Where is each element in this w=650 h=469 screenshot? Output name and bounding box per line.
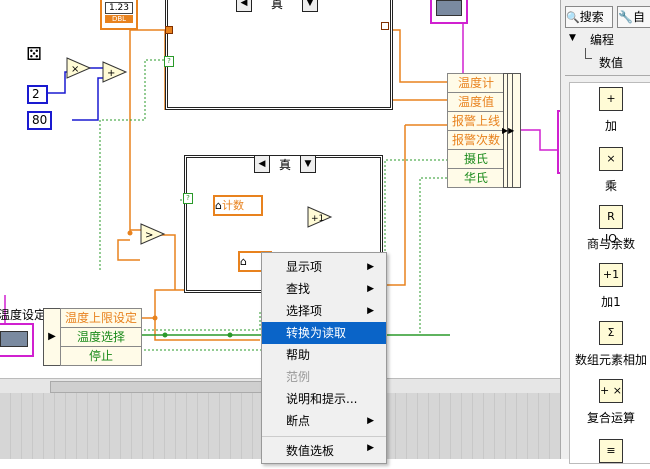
sum-array-icon: Σ xyxy=(599,321,623,345)
multiply-icon: × xyxy=(599,147,623,171)
search-button[interactable]: 🔍搜索 xyxy=(565,6,613,28)
cluster-field-alarm-count[interactable]: 报警次数 xyxy=(448,131,504,150)
cluster-field-alarm-upper[interactable]: 报警上线 xyxy=(448,112,504,131)
palette-item[interactable]: + × 复合运算 xyxy=(570,379,650,426)
dropdown-arrow-icon[interactable]: ▼ xyxy=(306,0,314,8)
add-icon: + xyxy=(599,87,623,111)
case-selector-inner[interactable]: ◀ 真 ▼ xyxy=(254,155,316,173)
quotient-remainder-icon: R IQ xyxy=(599,205,623,245)
menu-item-label: 帮助 xyxy=(286,348,311,362)
menu-item: 范例 xyxy=(262,366,386,388)
svg-text:+: + xyxy=(107,68,115,79)
decrement-arrow-icon[interactable]: ◀ xyxy=(258,159,266,169)
decrement-arrow-icon[interactable]: ◀ xyxy=(240,0,248,8)
menu-item[interactable]: 显示项 ▶ xyxy=(262,256,386,278)
temp-setting-terminal[interactable] xyxy=(0,323,34,357)
menu-item-label: 数值选板 xyxy=(286,444,335,458)
svg-text:+1: +1 xyxy=(311,214,324,224)
increment-icon: +1 xyxy=(599,263,623,287)
palette-item[interactable]: ≡ xyxy=(570,439,650,469)
tree-branch-line xyxy=(585,48,592,59)
tree-child-numeric[interactable]: 数值 xyxy=(599,56,624,70)
cluster-field-temp-value[interactable]: 温度值 xyxy=(448,93,504,112)
dbl-indicator[interactable]: 1.23 DBL xyxy=(100,0,138,30)
svg-text:>: > xyxy=(145,230,153,241)
greater-than-node[interactable]: > xyxy=(140,223,166,245)
menu-item-label: 断点 xyxy=(286,414,311,428)
cluster-field-temp-select[interactable]: 温度选择 xyxy=(61,328,141,347)
palette-divider xyxy=(565,75,650,76)
cluster-field-stop[interactable]: 停止 xyxy=(88,349,113,363)
menu-item[interactable]: 断点 ▶ xyxy=(262,410,386,432)
next-palette-icon: ≡ xyxy=(599,439,623,463)
temp-setting-label: 温度设定 xyxy=(0,308,47,322)
menu-item-label: 转换为读取 xyxy=(286,326,347,340)
selector-terminal-top: ? xyxy=(164,56,174,67)
wrench-icon: 🔧 xyxy=(618,10,633,24)
unbundle-by-name-left[interactable]: 温度上限设定 温度选择 停止 xyxy=(60,308,142,366)
menu-item-label: 说明和提示... xyxy=(286,392,358,406)
palette-item-label: 加1 xyxy=(601,295,621,309)
menu-item-label: 范例 xyxy=(286,370,311,384)
unbundle-by-name-right[interactable]: 温度计 温度值 报警上线 报警次数 摄氏 华氏 xyxy=(447,73,505,188)
cluster-field-temp-upper-setting[interactable]: 温度上限设定 xyxy=(61,309,141,328)
case-selector-top[interactable]: ◀ 真 ▼ xyxy=(236,0,318,12)
case-structure-top[interactable] xyxy=(165,0,393,110)
palette-item[interactable]: Σ 数组元素相加 xyxy=(570,321,650,368)
menu-item-label: 显示项 xyxy=(286,260,323,274)
unbundle-marker: ▶ xyxy=(43,308,61,366)
submenu-arrow-icon: ▶ xyxy=(367,284,374,294)
cluster-field-celsius[interactable]: 摄氏 xyxy=(448,150,504,169)
multiply-node[interactable]: × xyxy=(66,57,92,79)
random-number-icon[interactable]: ⚄ xyxy=(26,44,42,65)
context-menu: 显示项 ▶ 查找 ▶ 选择项 ▶ 转换为读取帮助范例说明和提示... 断点 ▶ 数值选板 ▶ xyxy=(261,252,387,464)
numeric-constant-2[interactable]: 2 xyxy=(27,85,48,104)
palette-item-label: 加 xyxy=(604,119,617,133)
house-icon: ⌂ xyxy=(240,255,247,268)
numeric-constant-80[interactable]: 80 xyxy=(27,111,52,130)
search-icon: 🔍 xyxy=(566,11,580,24)
house-icon: ⌂ xyxy=(215,199,222,212)
menu-item-label: 选择项 xyxy=(286,304,323,318)
submenu-arrow-icon: ▶ xyxy=(367,416,374,426)
svg-text:×: × xyxy=(71,64,79,75)
increment-node[interactable]: +1 xyxy=(307,206,333,228)
count-local-variable[interactable]: ⌂计数 xyxy=(213,195,263,216)
case-tunnel-right xyxy=(381,22,389,30)
palette-item-label: 数组元素相加 xyxy=(574,353,647,367)
scrollbar-thumb[interactable] xyxy=(50,381,262,393)
cluster-field-fahrenheit[interactable]: 华氏 xyxy=(463,171,488,185)
cluster-constant-top[interactable] xyxy=(430,0,468,24)
submenu-arrow-icon: ▶ xyxy=(367,262,374,272)
menu-item[interactable]: 帮助 xyxy=(262,344,386,366)
add-node[interactable]: + xyxy=(102,61,128,83)
submenu-arrow-icon: ▶ xyxy=(367,443,374,453)
dropdown-arrow-icon[interactable]: ▼ xyxy=(304,159,312,169)
tree-root-programming[interactable]: 编程 xyxy=(590,33,615,47)
palette-item-label: 商与余数 xyxy=(586,237,635,251)
case-tunnel-left xyxy=(165,26,173,34)
submenu-arrow-icon: ▶ xyxy=(367,306,374,316)
customize-button[interactable]: 🔧自 xyxy=(617,6,650,28)
tree-expand-icon[interactable]: ▼ xyxy=(569,33,576,43)
menu-item[interactable]: 查找 ▶ xyxy=(262,278,386,300)
menu-item[interactable]: 转换为读取 xyxy=(262,322,386,344)
palette-item[interactable]: +加 xyxy=(570,87,650,134)
palette-item[interactable]: +1 加1 xyxy=(570,263,650,310)
cluster-field-thermometer[interactable]: 温度计 xyxy=(448,74,504,93)
cluster-bundle-bar: ▶▶ xyxy=(502,73,521,188)
menu-item[interactable]: 数值选板 ▶ xyxy=(262,436,386,462)
palette-item-label: 乘 xyxy=(604,179,617,193)
palette-item[interactable]: ×乘 xyxy=(570,147,650,194)
selector-terminal-inner: ? xyxy=(183,193,193,204)
compound-arithmetic-icon: + × xyxy=(599,379,623,403)
menu-item[interactable]: 说明和提示... xyxy=(262,388,386,410)
palette-item-label: 复合运算 xyxy=(586,411,635,425)
context-menu-items: 显示项 ▶ 查找 ▶ 选择项 ▶ 转换为读取帮助范例说明和提示... 断点 ▶ 数值选板 ▶ xyxy=(262,253,386,462)
menu-item-label: 查找 xyxy=(286,282,311,296)
menu-item[interactable]: 选择项 ▶ xyxy=(262,300,386,322)
